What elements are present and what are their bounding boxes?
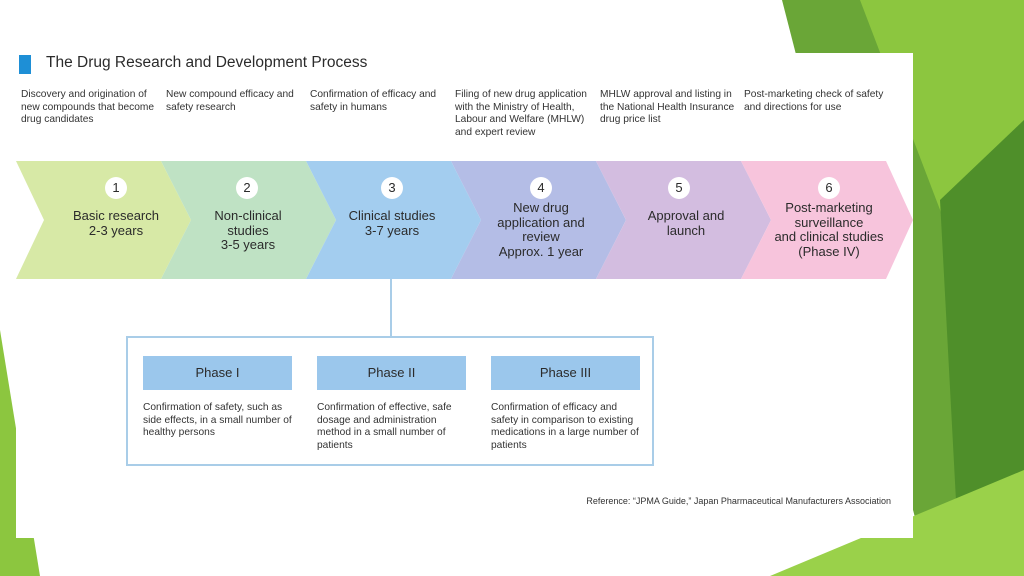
phase-1-description: Confirmation of safety, such as side eff… <box>143 402 292 439</box>
step-4-label: New drug application and review Approx. … <box>497 200 585 259</box>
step-6-description: Post-marketing check of safety and direc… <box>744 89 884 113</box>
reference-note: Reference: “JPMA Guide,” Japan Pharmaceu… <box>586 496 891 506</box>
step-4-description: Filing of new drug application with the … <box>455 89 587 138</box>
step-1-label: Basic research 2-3 years <box>73 208 159 238</box>
step-5-description: MHLW approval and listing in the Nationa… <box>600 89 735 126</box>
step-3-description: Confirmation of efficacy and safety in h… <box>310 89 437 113</box>
diagram-title: The Drug Research and Development Proces… <box>46 54 368 71</box>
step-6-arrow <box>741 161 913 279</box>
process-arrows <box>16 161 913 279</box>
step-5-number: 5 <box>668 177 690 199</box>
step-1-description: Discovery and origination of new compoun… <box>21 89 155 126</box>
step-2-label: Non-clinical studies 3-5 years <box>214 208 282 252</box>
step-2-number: 2 <box>236 177 258 199</box>
step-1-number: 1 <box>105 177 127 199</box>
phase-2-description: Confirmation of effective, safe dosage a… <box>317 402 452 451</box>
step-6-number: 6 <box>818 177 840 199</box>
clinical-connector-line <box>390 279 392 337</box>
step-4-number: 4 <box>530 177 552 199</box>
step-3-number: 3 <box>381 177 403 199</box>
step-5-arrow <box>596 161 771 279</box>
phase-1-header: Phase I <box>143 356 292 390</box>
step-1-arrow <box>16 161 191 279</box>
phase-2-header: Phase II <box>317 356 466 390</box>
green-panel-dark <box>940 120 1024 576</box>
phase-3-description: Confirmation of efficacy and safety in c… <box>491 402 639 451</box>
step-3-arrow <box>306 161 481 279</box>
phase-3-header: Phase III <box>491 356 640 390</box>
clinical-phases-box: Phase I Phase II Phase III Confirmation … <box>126 336 654 466</box>
title-marker <box>19 55 31 74</box>
step-5-label: Approval and launch <box>647 208 725 238</box>
step-2-description: New compound efficacy and safety researc… <box>166 89 294 113</box>
diagram-card: The Drug Research and Development Proces… <box>16 53 913 538</box>
step-3-label: Clinical studies 3-7 years <box>348 208 436 238</box>
step-6-label: Post-marketing surveillance and clinical… <box>774 200 884 259</box>
step-4-arrow <box>451 161 626 279</box>
step-2-arrow <box>161 161 336 279</box>
